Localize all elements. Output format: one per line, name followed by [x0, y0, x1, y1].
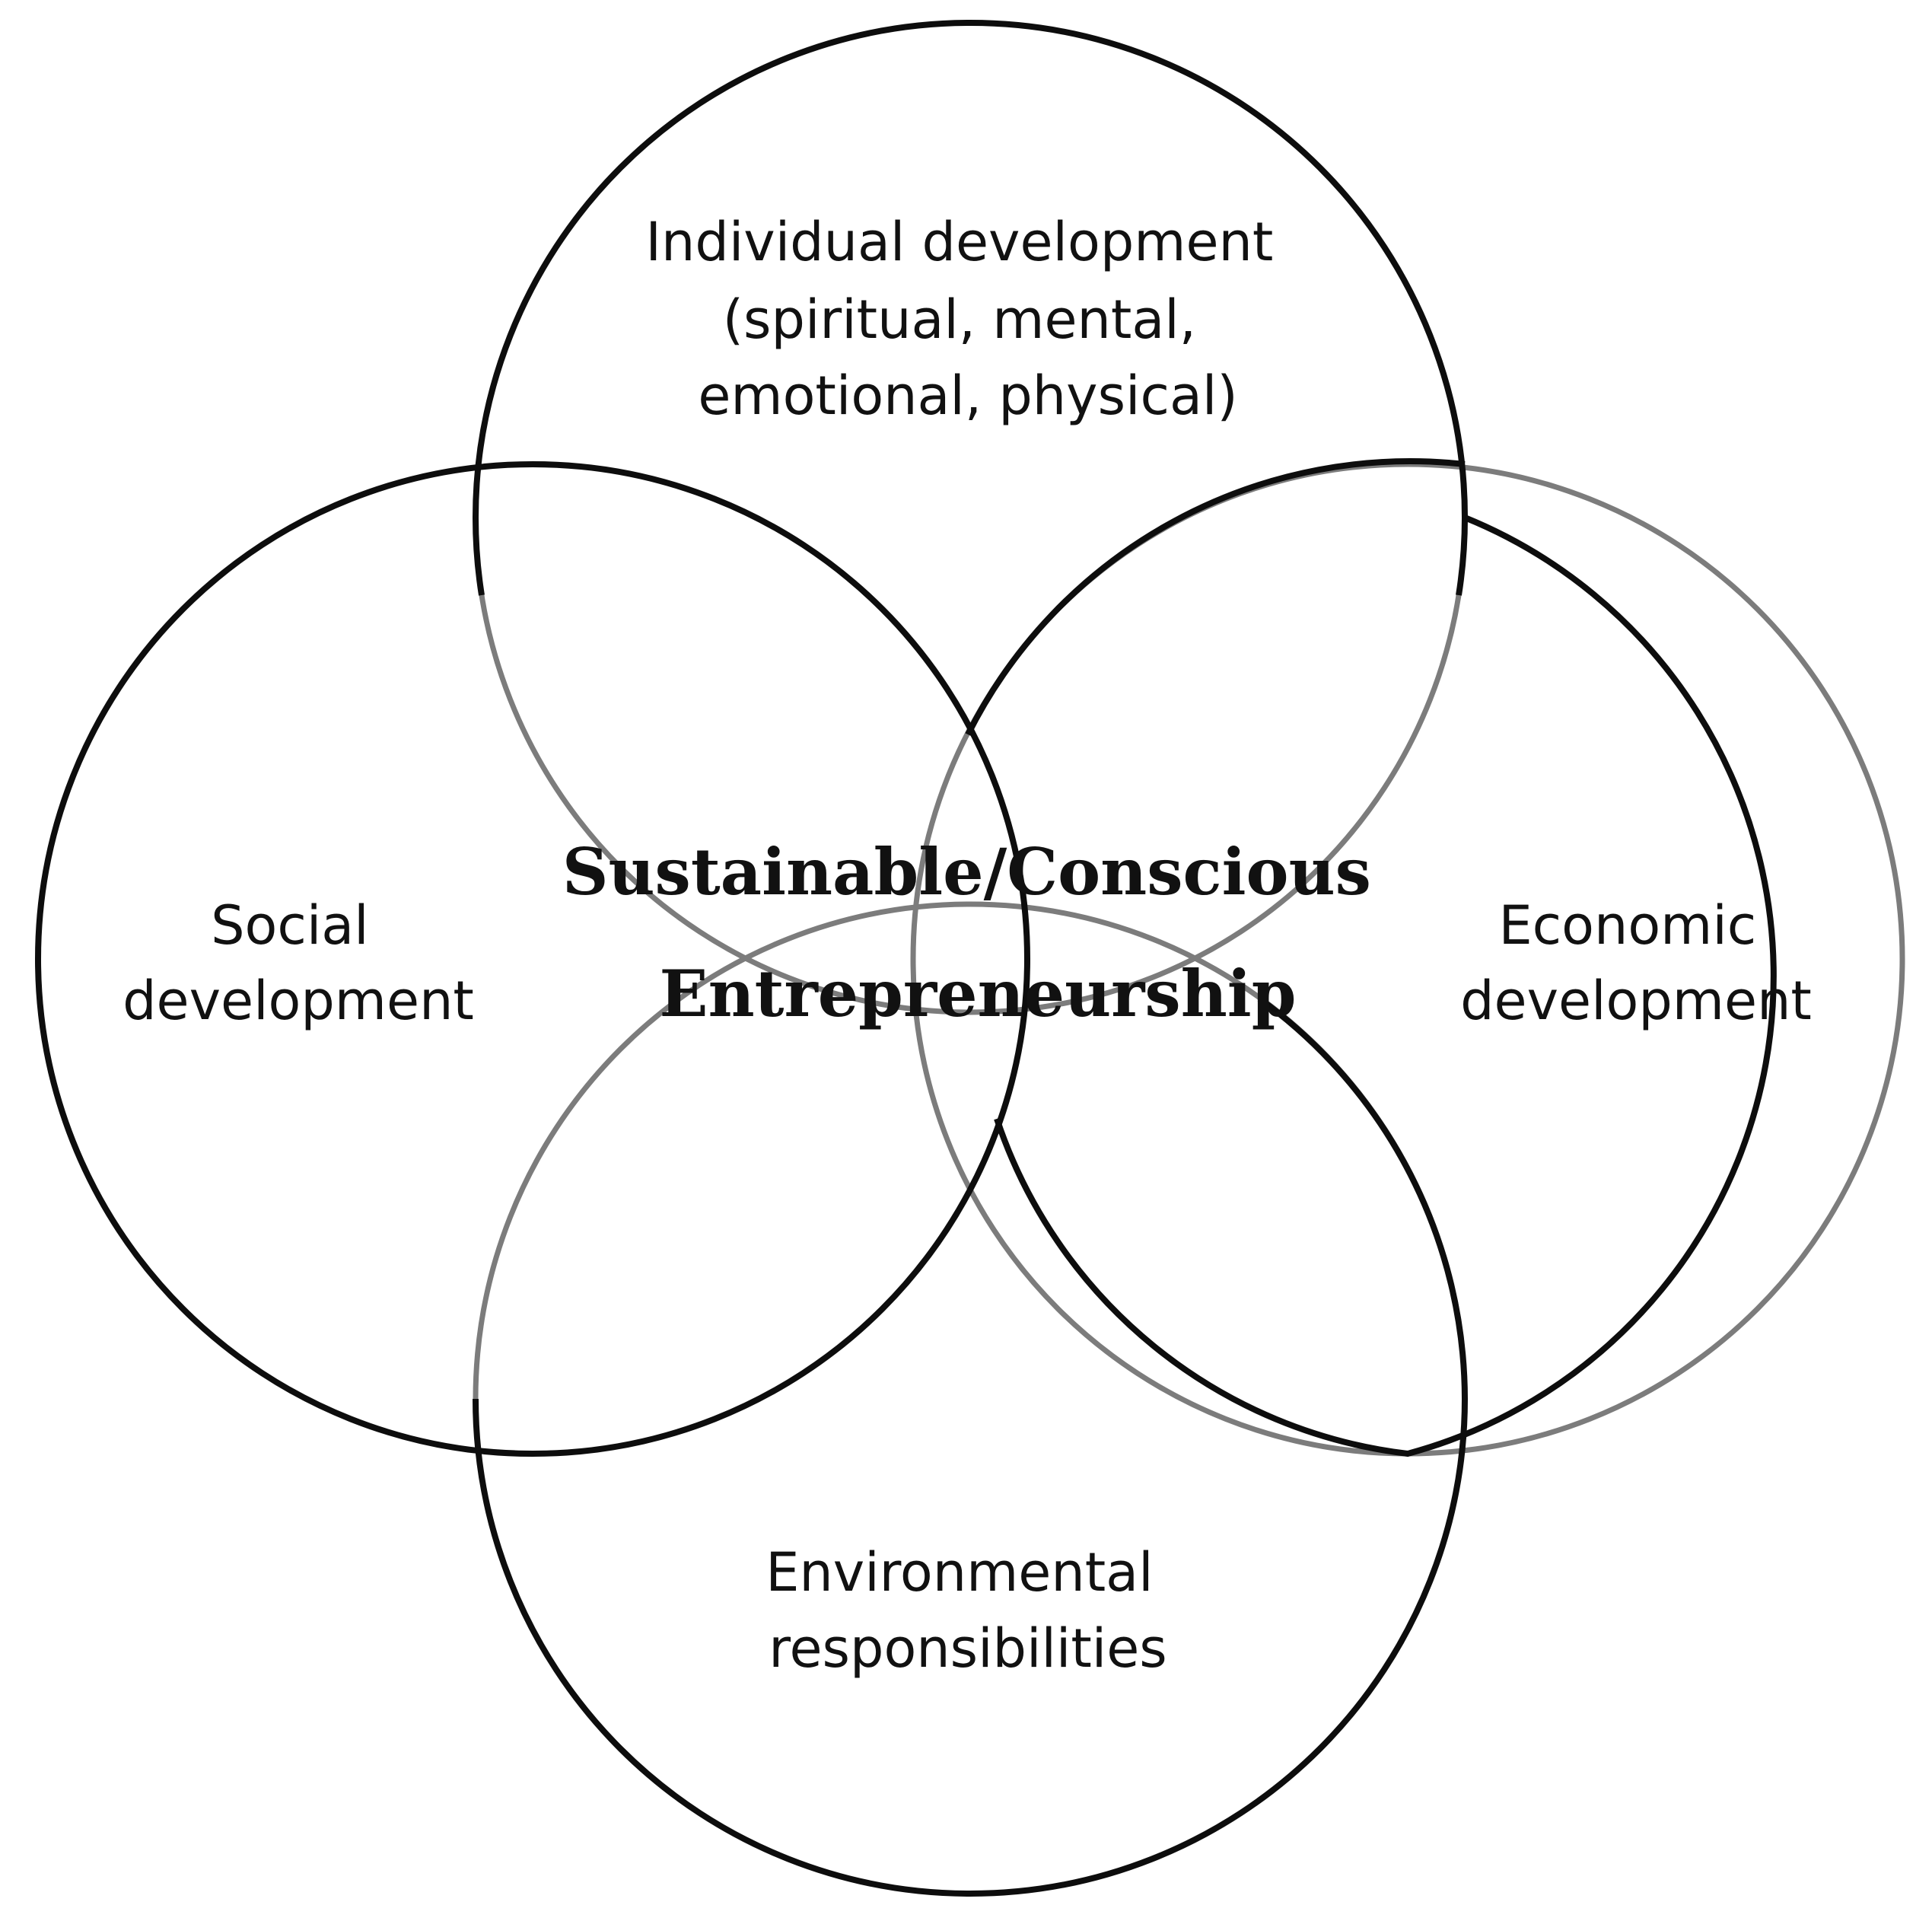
label-social-line-1: Social — [211, 894, 369, 957]
label-economic-line-2: development — [1460, 970, 1812, 1032]
circle-individual — [473, 20, 1468, 518]
circle-economic — [994, 514, 1777, 1457]
center-label-line-2: Entrepreneurship — [660, 956, 1297, 1031]
label-individual-line-1: Individual development — [645, 211, 1273, 273]
label-social-line-2: development — [123, 970, 474, 1032]
label-individual-development: Individual development (spiritual, menta… — [645, 211, 1290, 427]
circle-environmental-back — [473, 901, 1468, 1897]
circle-economic-top — [965, 458, 1466, 736]
circle-individual-sides — [472, 517, 1469, 596]
center-label: Sustainable/Conscious Entrepreneurship — [562, 834, 1393, 1031]
circle-environmental-right — [1257, 996, 1468, 1400]
label-environmental-line-2: responsibilities — [769, 1617, 1167, 1680]
label-social-development: Social development — [123, 894, 474, 1032]
label-individual-line-2: (spiritual, mental, — [723, 288, 1196, 351]
center-label-line-1: Sustainable/Conscious — [562, 834, 1371, 910]
circle-social — [35, 461, 1030, 1457]
label-economic-development: Economic development — [1460, 894, 1812, 1032]
label-environmental-line-1: Environmental — [765, 1541, 1153, 1604]
label-environmental-responsibilities: Environmental responsibilities — [765, 1541, 1170, 1680]
label-individual-line-3: emotional, physical) — [698, 365, 1237, 427]
circle-environmental — [473, 1398, 1468, 1897]
label-economic-line-1: Economic — [1498, 894, 1756, 957]
